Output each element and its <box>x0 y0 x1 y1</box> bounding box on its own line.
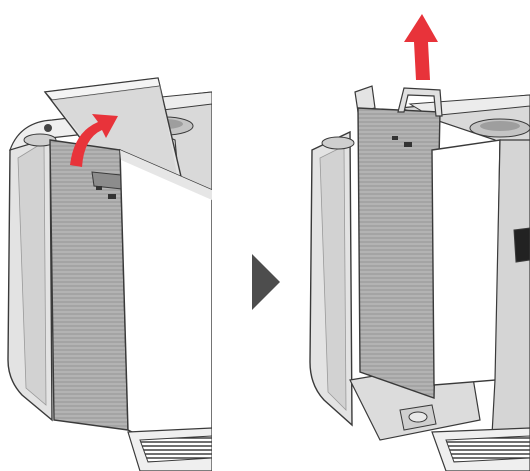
front-cover <box>119 148 212 471</box>
curved-up-arrow-icon <box>70 114 118 167</box>
panel-remove-tank <box>309 14 530 471</box>
cup-ring <box>23 133 57 147</box>
straight-up-arrow-icon <box>404 14 438 80</box>
lifted-water-tank <box>357 107 441 399</box>
tank-handle <box>397 87 443 117</box>
panel-open-lid <box>7 77 212 471</box>
play-triangle-icon <box>252 254 280 310</box>
front-cover-right <box>431 139 501 386</box>
